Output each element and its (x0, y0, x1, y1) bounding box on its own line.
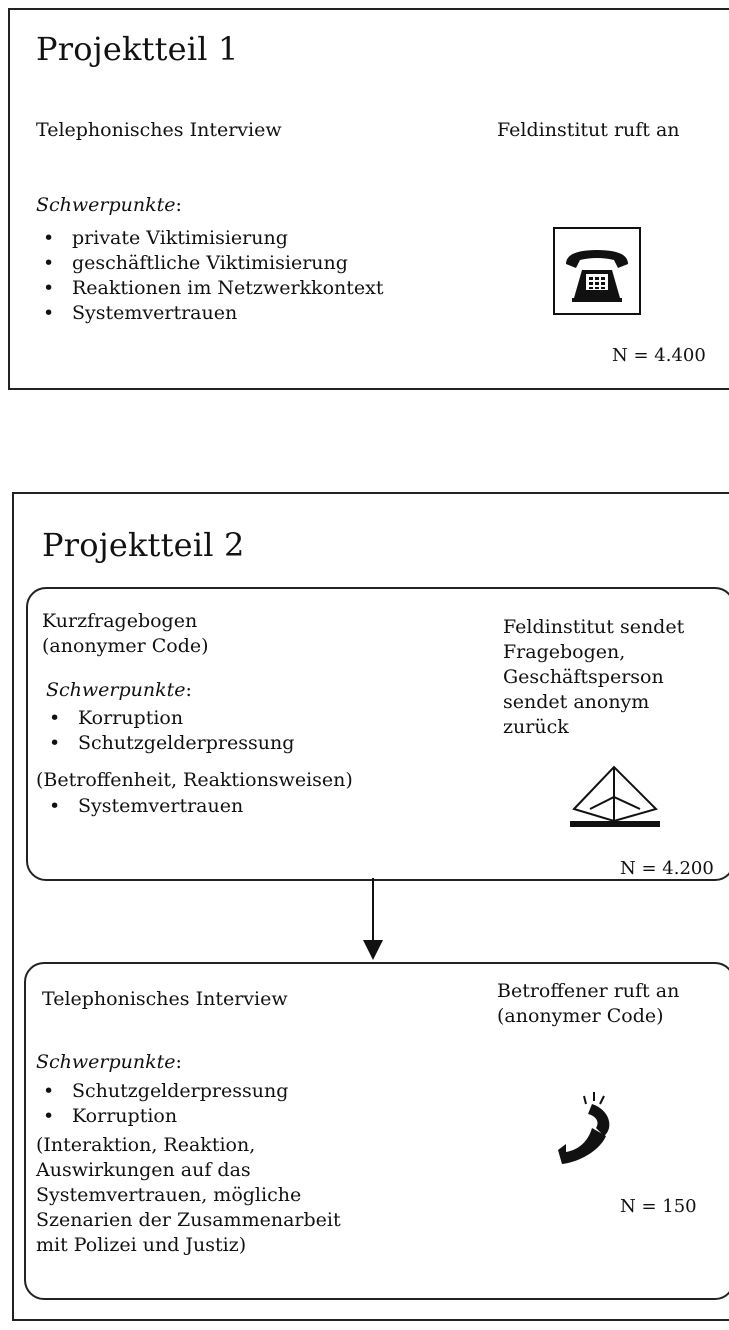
interview-note-line: Systemvertrauen, mögliche (36, 1184, 302, 1206)
part1-focus-list: private Viktimisierung geschäftliche Vik… (36, 226, 383, 326)
interview-contact-line: Betroffener ruft an (497, 980, 680, 1002)
part1-sample-size: N = 4.400 (612, 345, 706, 366)
part1-focus-item: Systemvertrauen (36, 301, 383, 326)
interview-contact: Betroffener ruft an (anonymer Code) (497, 979, 679, 1029)
interview-focus-heading: Schwerpunkte: (36, 1051, 182, 1073)
survey-focus-item: Schutzgelderpressung (42, 731, 294, 756)
interview-sample-size: N = 150 (620, 1196, 697, 1217)
interview-method: Telephonisches Interview (42, 988, 288, 1010)
part2-title: Projektteil 2 (42, 526, 245, 564)
survey-contact-line: Feldinstitut sendet (503, 616, 685, 638)
interview-note-line: Auswirkungen auf das (36, 1159, 251, 1181)
survey-focus-list-extra: Systemvertrauen (42, 794, 243, 819)
interview-note-line: (Interaktion, Reaktion, (36, 1134, 256, 1156)
survey-focus-item: Systemvertrauen (42, 794, 243, 819)
survey-contact-line: Geschäftsperson (503, 666, 664, 688)
survey-box (26, 587, 729, 881)
survey-contact-line: sendet anonym (503, 691, 650, 713)
envelope-icon (560, 757, 670, 835)
ringing-handset-icon (548, 1088, 624, 1172)
part1-focus-heading: Schwerpunkte: (36, 194, 182, 216)
flow-arrow (361, 878, 385, 962)
part1-focus-label: Schwerpunkte (36, 194, 176, 216)
interview-note-line: mit Polizei und Justiz) (36, 1234, 247, 1256)
part1-title: Projektteil 1 (36, 30, 239, 68)
survey-focus-list: Korruption Schutzgelderpressung (42, 706, 294, 756)
interview-focus-item: Korruption (36, 1104, 288, 1129)
interview-focus-list: Schutzgelderpressung Korruption (36, 1079, 288, 1129)
part1-focus-item: geschäftliche Viktimisierung (36, 251, 383, 276)
interview-focus-item: Schutzgelderpressung (36, 1079, 288, 1104)
survey-focus-heading: Schwerpunkte: (46, 679, 192, 701)
part1-method: Telephonisches Interview (36, 119, 282, 141)
part1-focus-item: Reaktionen im Netzwerkkontext (36, 276, 383, 301)
survey-focus-note: (Betroffenheit, Reaktionsweisen) (36, 769, 353, 791)
survey-focus-item: Korruption (42, 706, 294, 731)
survey-method-line: (anonymer Code) (42, 635, 209, 657)
survey-sample-size: N = 4.200 (620, 858, 714, 879)
interview-box (24, 962, 729, 1300)
part2-frame (12, 492, 729, 1321)
survey-method-line: Kurzfragebogen (42, 610, 198, 632)
part1-focus-item: private Viktimisierung (36, 226, 383, 251)
survey-contact: Feldinstitut sendet Fragebogen, Geschäft… (503, 615, 684, 740)
survey-contact-line: Fragebogen, (503, 641, 626, 663)
survey-contact-line: zurück (503, 716, 569, 738)
part1-contact: Feldinstitut ruft an (497, 119, 680, 141)
interview-contact-line: (anonymer Code) (497, 1005, 664, 1027)
interview-note-line: Szenarien der Zusammenarbeit (36, 1209, 341, 1231)
survey-focus-label: Schwerpunkte (46, 679, 186, 701)
interview-focus-note: (Interaktion, Reaktion, Auswirkungen auf… (36, 1133, 341, 1258)
survey-method: Kurzfragebogen (anonymer Code) (42, 609, 209, 659)
desk-telephone-icon (552, 226, 642, 316)
interview-focus-label: Schwerpunkte (36, 1051, 176, 1073)
part1-frame (8, 8, 729, 390)
